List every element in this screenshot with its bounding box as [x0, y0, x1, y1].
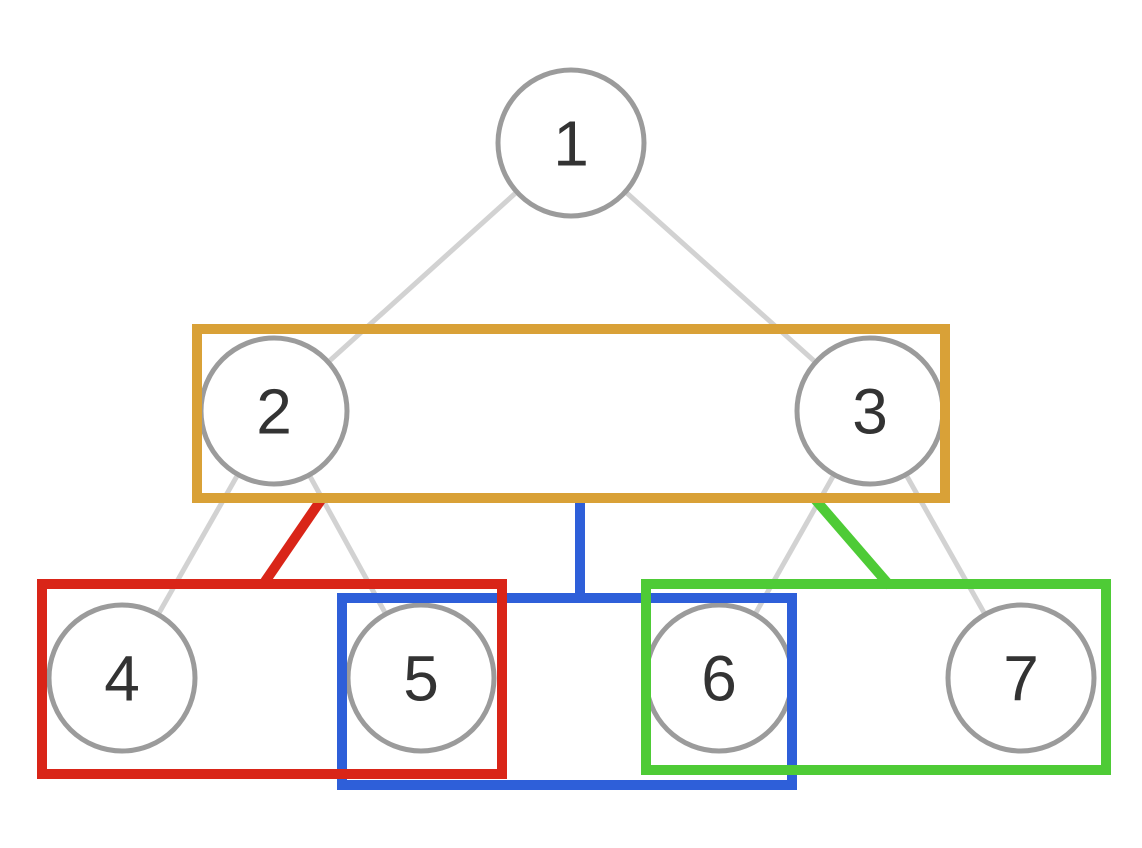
- tree-node-label-2: 2: [256, 375, 292, 447]
- tree-node-1: [495, 67, 647, 219]
- group-box-blue: [337, 593, 797, 790]
- tree-node-7: [945, 602, 1097, 754]
- group-box-green: [641, 579, 1111, 775]
- group-connector-red: [257, 494, 328, 589]
- tree-node-label-1: 1: [553, 107, 589, 179]
- tree-node-label-6: 6: [701, 642, 737, 714]
- tree-node-label-4: 4: [104, 642, 140, 714]
- group-connector-green: [809, 493, 894, 590]
- group-box-orange: [192, 324, 950, 503]
- tree-node-4: [46, 602, 198, 754]
- tree-node-label-3: 3: [852, 375, 888, 447]
- tree-node-label-5: 5: [403, 642, 439, 714]
- tree-node-label-7: 7: [1003, 642, 1039, 714]
- group-box-red: [37, 579, 507, 779]
- tree-node-5: [345, 602, 497, 754]
